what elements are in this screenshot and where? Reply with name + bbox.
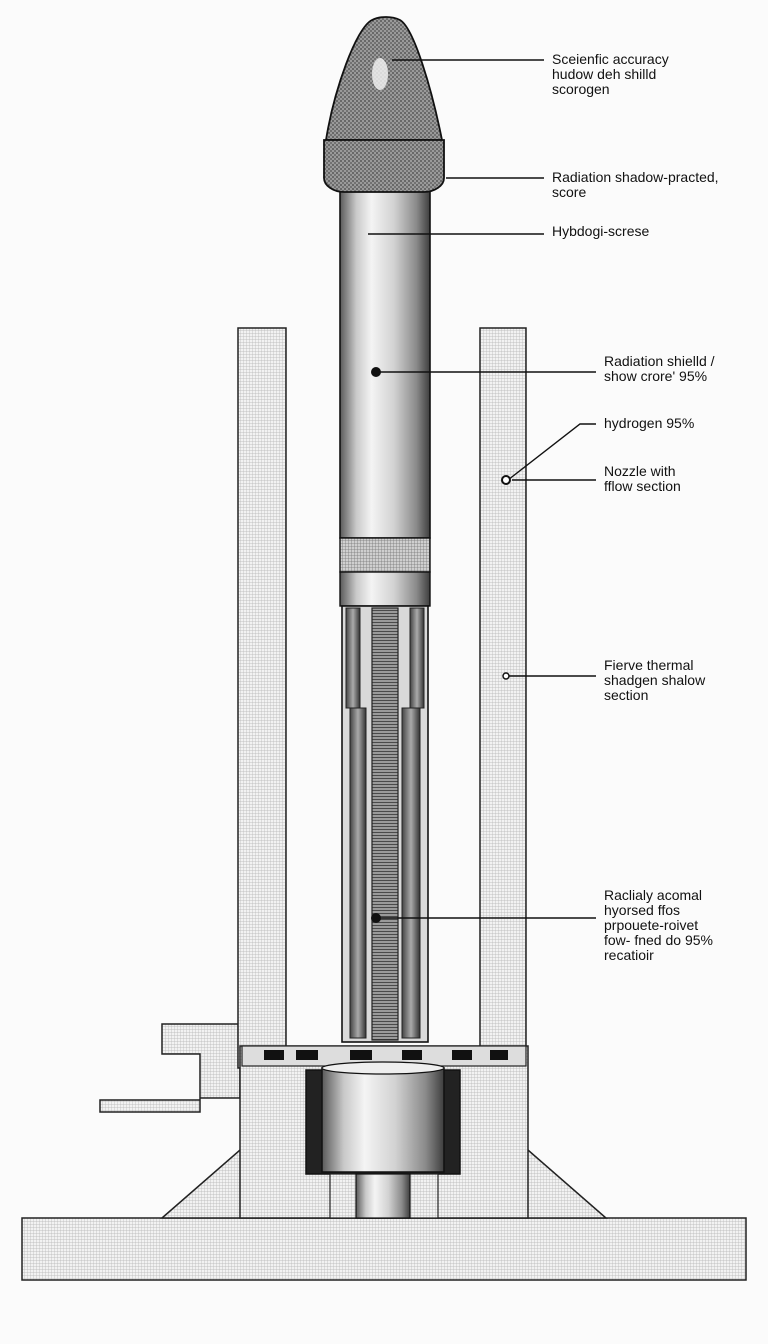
band-ring-light xyxy=(339,571,431,607)
label-nozzle: Nozzle with fflow section xyxy=(604,464,681,494)
label-line: hyorsed ffos xyxy=(604,902,681,918)
outlet-nozzle xyxy=(355,1173,411,1219)
label-line: Hybdogi-screse xyxy=(552,223,650,239)
pointer-dot xyxy=(502,672,510,680)
pointer-dot xyxy=(371,913,381,923)
rod-left xyxy=(349,707,367,1039)
label-collar: Radiation shadow-practed, score xyxy=(552,170,719,200)
label-line: Radiation shielld / xyxy=(604,353,715,369)
label-line: section xyxy=(604,687,649,703)
pump-cylinder xyxy=(321,1067,445,1173)
base-plate xyxy=(21,1217,747,1281)
label-line: shadgen shalow xyxy=(604,672,706,688)
label-line: Fierve thermal xyxy=(604,657,694,673)
pointer-dots xyxy=(371,367,511,923)
label-line: fflow section xyxy=(604,478,681,494)
label-line: hydrogen 95% xyxy=(604,415,695,431)
label-line: Raclialy acomal xyxy=(604,887,703,903)
label-thermal: Fierve thermal shadgen shalow section xyxy=(604,658,705,703)
rod-right xyxy=(401,707,421,1039)
label-shield: Radiation shielld / show crore' 95% xyxy=(604,354,715,384)
label-reactor: Raclialy acomal hyorsed ffos prpouete-ro… xyxy=(604,888,713,963)
label-line: recatioir xyxy=(604,947,654,963)
label-line: Nozzle with xyxy=(604,463,676,479)
label-line: fow- fned do 95% xyxy=(604,932,713,948)
pointer-dot xyxy=(371,367,381,377)
main-tube xyxy=(339,185,431,539)
callout-leader-lines xyxy=(368,59,596,919)
label-line: hudow deh shilld xyxy=(552,66,657,82)
right-shield-column xyxy=(479,327,527,1069)
nose-collar xyxy=(323,139,445,193)
label-line: Radiation shadow-practed, xyxy=(552,169,719,185)
side-bracket xyxy=(99,1023,241,1113)
rod-left-outer xyxy=(345,607,361,709)
label-line: scorogen xyxy=(552,81,610,97)
label-line: Sceienfic accuracy xyxy=(552,51,669,67)
label-line: score xyxy=(552,184,587,200)
injector-slots xyxy=(264,1050,508,1060)
label-upper-tube: Hybdogi-screse xyxy=(552,224,649,239)
label-line: prpouete-roivet xyxy=(604,917,699,933)
pointer-dot xyxy=(501,475,511,485)
central-fuel-rod xyxy=(371,607,399,1041)
label-line: show crore' 95% xyxy=(604,368,708,384)
label-nose: Sceienfic accuracy hudow deh shilld scor… xyxy=(552,52,669,97)
band-ring-dark xyxy=(339,537,431,573)
rod-right-outer xyxy=(409,607,425,709)
left-shield-column xyxy=(237,327,287,1069)
label-hydrogen: hydrogen 95% xyxy=(604,416,694,431)
